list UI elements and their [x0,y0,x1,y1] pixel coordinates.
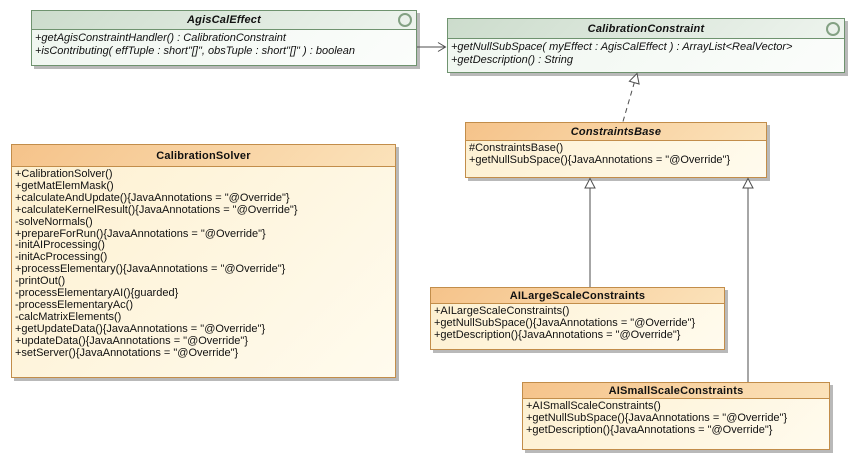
generalization-arrow [742,177,754,382]
operation: -initAcProcessing() [15,251,108,264]
class-header: CalibrationSolver [12,145,395,167]
operation: +isContributing( effTuple : short"[]", o… [35,45,356,57]
class-title: ConstraintsBase [570,125,662,138]
operation: +getNullSubSpace(){JavaAnnotations = "@O… [434,316,696,329]
operation: +setServer(){JavaAnnotations = "@Overrid… [15,346,239,359]
class-header: CalibrationConstraint [448,19,844,39]
operations-compartment: +AISmallScaleConstraints() +getNullSubSp… [523,399,829,437]
operation: +CalibrationSolver() [15,168,113,180]
class-box-calibrationconstraint: CalibrationConstraint +getNullSubSpace( … [447,18,845,73]
operation: +calculateAndUpdate(){JavaAnnotations = … [15,191,290,204]
class-title: CalibrationSolver [156,149,251,162]
operation: +getAgisConstraintHandler() : Calibratio… [35,32,286,44]
operation: +getDescription(){JavaAnnotations = "@Ov… [434,328,681,341]
operation: -solveNormals() [15,215,93,228]
operation: -initAIProcessing() [15,239,105,252]
operation: -calcMatrixElements() [15,310,122,323]
operation: +calculateKernelResult(){JavaAnnotations… [15,203,298,216]
operation: +getMatElemMask() [15,179,114,192]
operation: +getDescription() : String [451,54,573,66]
class-title: AILargeScaleConstraints [509,289,646,302]
class-box-ailargescaleconstraints: AILargeScaleConstraints +AILargeScaleCon… [430,287,725,350]
realization-arrow [622,72,640,122]
operation: -printOut() [15,275,66,288]
class-title: AISmallScaleConstraints [608,384,744,397]
generalization-arrow [584,177,596,287]
class-header: AISmallScaleConstraints [523,383,829,399]
operations-compartment: +getNullSubSpace( myEffect : AgisCalEffe… [448,39,844,67]
class-header: AgisCalEffect [32,11,416,30]
operations-compartment: #ConstraintsBase() +getNullSubSpace(){Ja… [466,141,766,167]
association-arrow [417,42,447,52]
class-box-aismallscaleconstraints: AISmallScaleConstraints +AISmallScaleCon… [522,382,830,450]
class-title: AgisCalEffect [187,14,261,26]
interface-circle-icon [826,21,840,36]
operations-compartment: +CalibrationSolver() +getMatElemMask() +… [12,167,395,360]
operation: +AISmallScaleConstraints() [526,400,661,412]
class-box-agiscaleffect: AgisCalEffect +getAgisConstraintHandler(… [31,10,417,66]
operation: -processElementaryAc() [15,298,133,311]
operation: +getDescription(){JavaAnnotations = "@Ov… [526,423,773,436]
class-box-constraintsbase: ConstraintsBase #ConstraintsBase() +getN… [465,122,767,178]
operations-compartment: +AILargeScaleConstraints() +getNullSubSp… [431,304,724,342]
class-title: CalibrationConstraint [587,22,705,35]
interface-circle-icon [398,13,412,27]
operation: -processElementaryAI(){guarded} [15,287,179,300]
operation: +processElementary(){JavaAnnotations = "… [15,263,286,276]
operation: +updateData(){JavaAnnotations = "@Overri… [15,334,249,347]
class-header: AILargeScaleConstraints [431,288,724,304]
operations-compartment: +getAgisConstraintHandler() : Calibratio… [32,30,416,58]
operation: +getNullSubSpace(){JavaAnnotations = "@O… [469,153,731,166]
operation: +getUpdateData(){JavaAnnotations = "@Ove… [15,322,266,335]
operation: +getNullSubSpace(){JavaAnnotations = "@O… [526,411,788,424]
class-header: ConstraintsBase [466,123,766,141]
operation: +AILargeScaleConstraints() [434,305,570,317]
operation: #ConstraintsBase() [469,142,564,154]
operation: +getNullSubSpace( myEffect : AgisCalEffe… [451,41,793,53]
class-box-calibrationsolver: CalibrationSolver +CalibrationSolver() +… [11,144,396,378]
operation: +prepareForRun(){JavaAnnotations = "@Ove… [15,227,266,240]
